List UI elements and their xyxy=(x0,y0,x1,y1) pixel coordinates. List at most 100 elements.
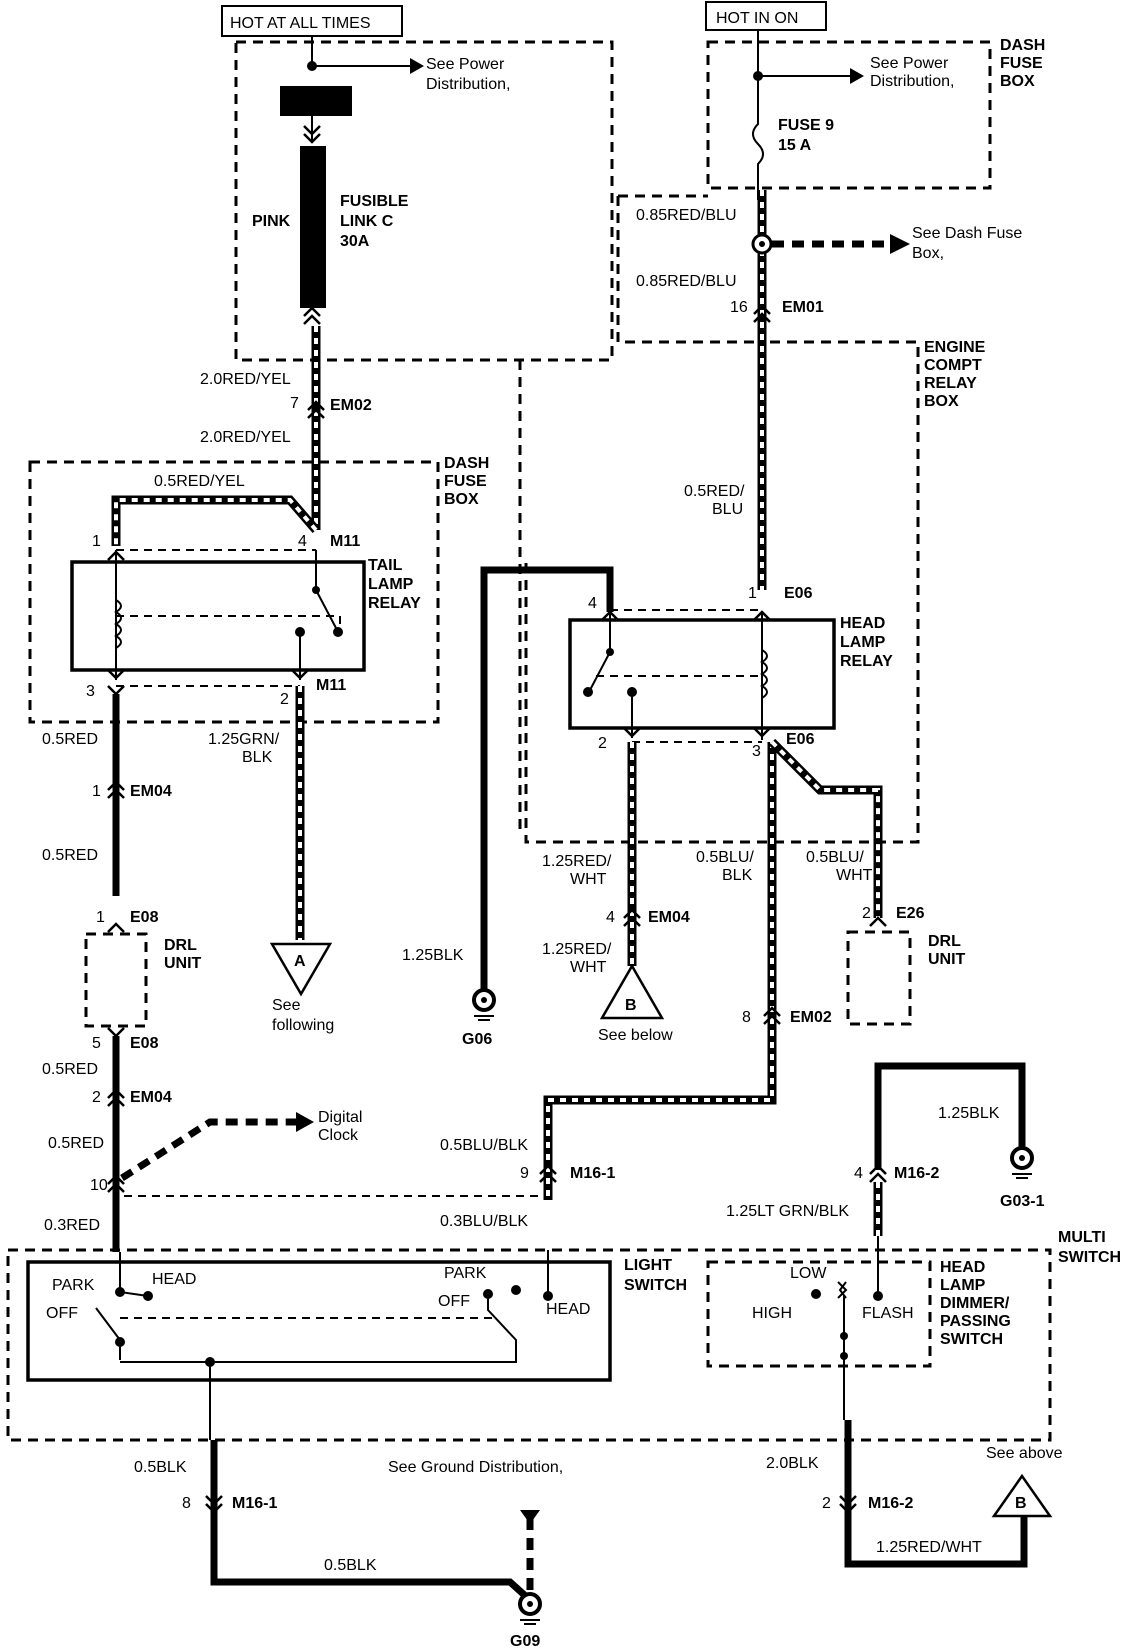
wire-05bluwht-a: 0.5BLU/ xyxy=(806,849,864,866)
dash-fuse-box-right-3: BOX xyxy=(1000,73,1035,90)
head-lamp-relay-1: HEAD xyxy=(840,615,885,632)
wire-125redwht-1a: 1.25RED/ xyxy=(542,853,612,870)
engine-compt-1: ENGINE xyxy=(924,339,986,356)
e08-bottom: E08 xyxy=(130,1035,159,1052)
tail-lamp-relay-3: RELAY xyxy=(368,595,421,612)
dimmer-5: SWITCH xyxy=(940,1331,1003,1348)
wire-05red-4: 0.5RED xyxy=(48,1135,104,1152)
dimmer-high: HIGH xyxy=(752,1305,792,1322)
fusible-link-c xyxy=(300,146,326,308)
multi-switch-2: SWITCH xyxy=(1058,1249,1121,1266)
ls-head-left: HEAD xyxy=(152,1271,196,1288)
pin-16: 16 xyxy=(730,299,748,316)
g06-label: G06 xyxy=(462,1031,492,1048)
wire-20redyel-mid: 2.0RED/YEL xyxy=(200,429,291,446)
hot-in-on-label: HOT IN ON xyxy=(716,10,798,27)
power-dist-box-left xyxy=(234,40,614,362)
m16-1-bottom: M16-1 xyxy=(232,1495,277,1512)
ref-a-triangle xyxy=(269,942,333,997)
wire-05blublk-1b: BLK xyxy=(722,867,753,884)
ref-b-triangle-top xyxy=(991,1473,1053,1518)
power-dist-box-right xyxy=(616,194,758,344)
pin-3-tail: 3 xyxy=(86,683,95,700)
wire-05red-3: 0.5RED xyxy=(42,1061,98,1078)
wire-05blk-2: 0.5BLK xyxy=(324,1557,377,1574)
dash-fuse-box-left-3: BOX xyxy=(444,491,479,508)
multi-switch-box xyxy=(6,1248,1052,1442)
wire-085redblu-2: 0.85RED/BLU xyxy=(636,273,737,290)
pin-8-m16-1: 8 xyxy=(182,1495,191,1512)
dash-fuse-box-left xyxy=(28,460,440,724)
wire-085redblu-1: 0.85RED/BLU xyxy=(636,207,737,224)
em02-top: EM02 xyxy=(330,397,372,414)
ref-b-bottom: B xyxy=(625,997,637,1014)
see-ground-dist: See Ground Distribution, xyxy=(388,1459,563,1476)
pin-2-e26: 2 xyxy=(862,905,871,922)
e06-bottom: E06 xyxy=(786,731,815,748)
pin-1-tail: 1 xyxy=(92,533,101,550)
pin-8-em02: 8 xyxy=(742,1009,751,1026)
pin-4-tail: 4 xyxy=(298,533,307,550)
wire-05blk-1: 0.5BLK xyxy=(134,1459,187,1476)
pin-5-e08: 5 xyxy=(92,1035,101,1052)
wire-125grnblk-2: BLK xyxy=(242,749,273,766)
wire-125ltgrnblk: 1.25LT GRN/BLK xyxy=(726,1203,849,1220)
g09-label: G09 xyxy=(510,1633,540,1650)
pin-1-e06: 1 xyxy=(748,585,757,602)
light-switch-2: SWITCH xyxy=(624,1277,687,1294)
g03-label: G03-1 xyxy=(1000,1193,1045,1210)
wire-03red: 0.3RED xyxy=(44,1217,100,1234)
ls-off-left: OFF xyxy=(46,1305,78,1322)
hot-at-all-times-label: HOT AT ALL TIMES xyxy=(230,15,371,32)
ref-a: A xyxy=(294,953,306,970)
see-power-dist-right-1: See Power xyxy=(870,55,949,72)
m11-bottom: M11 xyxy=(316,677,346,694)
wire-20blk: 2.0BLK xyxy=(766,1455,819,1472)
pin-4-m16-2: 4 xyxy=(854,1165,863,1182)
drl-unit-left-1: DRL xyxy=(164,937,197,954)
fusible-link-label-1: FUSIBLE xyxy=(340,193,409,210)
see-below: See below xyxy=(598,1027,673,1044)
see-power-dist-left-2: Distribution, xyxy=(426,76,510,93)
em04-left: EM04 xyxy=(130,783,172,800)
dimmer-4: PASSING xyxy=(940,1313,1011,1330)
fuse-9-label-2: 15 A xyxy=(778,137,812,154)
wire-125grnblk-1: 1.25GRN/ xyxy=(208,731,280,748)
wire-125redwht-2b: WHT xyxy=(570,959,607,976)
see-following-2: following xyxy=(272,1017,334,1034)
hot-in-on-box xyxy=(705,1,827,31)
see-power-dist-left-1: See Power xyxy=(426,56,505,73)
fuse-block-black xyxy=(280,86,352,116)
pin-2-m16-2: 2 xyxy=(822,1495,831,1512)
wire-05blublk-2: 0.5BLU/BLK xyxy=(440,1137,528,1154)
dash-fuse-box-left-1: DASH xyxy=(444,455,489,472)
see-power-dist-right-2: Distribution, xyxy=(870,73,954,90)
dash-fuse-box-right-1: DASH xyxy=(1000,37,1045,54)
dimmer-3: DIMMER/ xyxy=(940,1295,1010,1312)
wire-20redyel-top: 2.0RED/YEL xyxy=(200,371,291,388)
tail-lamp-relay-2: LAMP xyxy=(368,576,414,593)
wire-05redblu-2: BLU xyxy=(712,501,743,518)
m16-1-top: M16-1 xyxy=(570,1165,615,1182)
head-lamp-relay-2: LAMP xyxy=(840,634,886,651)
wire-05redblu-1: 0.5RED/ xyxy=(684,483,745,500)
fusible-link-label-3: 30A xyxy=(340,233,370,250)
pin-4-head: 4 xyxy=(588,595,597,612)
pin-3-head: 3 xyxy=(752,743,761,760)
m16-2-bottom: M16-2 xyxy=(868,1495,913,1512)
engine-compt-2: COMPT xyxy=(924,357,982,374)
dimmer-1: HEAD xyxy=(940,1259,985,1276)
dimmer-low: LOW xyxy=(790,1265,827,1282)
e08-top: E08 xyxy=(130,909,159,926)
drl-unit-right-2: UNIT xyxy=(928,951,966,968)
wire-05redyel: 0.5RED/YEL xyxy=(154,473,245,490)
dimmer-flash: FLASH xyxy=(862,1305,914,1322)
wire-125redwht-bottom: 1.25RED/WHT xyxy=(876,1539,982,1556)
drl-unit-right-1: DRL xyxy=(928,933,961,950)
engine-compt-3: RELAY xyxy=(924,375,977,392)
fusible-link-label-2: LINK C xyxy=(340,213,394,230)
pin-2-head: 2 xyxy=(598,735,607,752)
drl-unit-left xyxy=(84,932,148,1028)
m16-2-top: M16-2 xyxy=(894,1165,939,1182)
